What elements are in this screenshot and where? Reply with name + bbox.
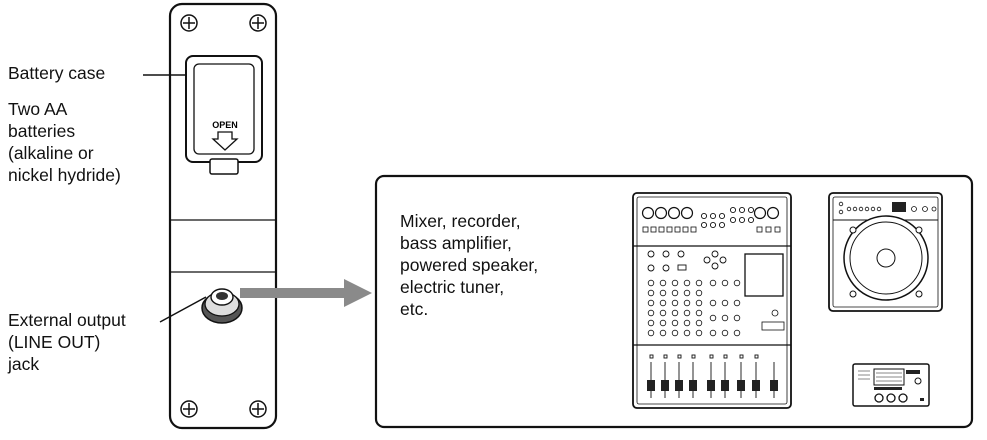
- screw-icon: [249, 400, 267, 418]
- batteries-label-line: Two AA: [8, 99, 68, 119]
- devices-label-line: bass amplifier,: [400, 233, 512, 253]
- screw-icon: [180, 400, 198, 418]
- output-leader: [159, 296, 207, 323]
- open-label: OPEN: [212, 120, 238, 130]
- batteries-label: Two AA batteries (alkaline or nickel hyd…: [8, 98, 158, 186]
- battery-case-label: Battery case: [8, 63, 106, 83]
- battery-case: OPEN: [185, 55, 263, 175]
- arrow-down-icon: [211, 131, 239, 151]
- devices-label-line: electric tuner,: [400, 277, 505, 297]
- external-output-label-line: (LINE OUT): [8, 332, 101, 352]
- line-out-jack: [201, 288, 243, 324]
- signal-arrow: [240, 279, 372, 307]
- mixer-illustration: [632, 192, 792, 409]
- speaker-illustration: [828, 192, 943, 312]
- devices-label-line: powered speaker,: [400, 255, 539, 275]
- tuner-illustration: [852, 363, 930, 407]
- batteries-label-line: batteries: [8, 121, 76, 141]
- batteries-label-line: (alkaline or: [8, 143, 94, 163]
- batteries-label-line: nickel hydride): [8, 165, 121, 185]
- external-output-label-line: jack: [8, 354, 40, 374]
- screw-icon: [180, 14, 198, 32]
- screw-icon: [249, 14, 267, 32]
- external-output-label: External output (LINE OUT) jack: [8, 309, 168, 375]
- devices-label: Mixer, recorder, bass amplifier, powered…: [400, 210, 600, 320]
- external-output-label-line: External output: [8, 310, 126, 330]
- devices-label-line: Mixer, recorder,: [400, 211, 521, 231]
- devices-label-line: etc.: [400, 299, 429, 319]
